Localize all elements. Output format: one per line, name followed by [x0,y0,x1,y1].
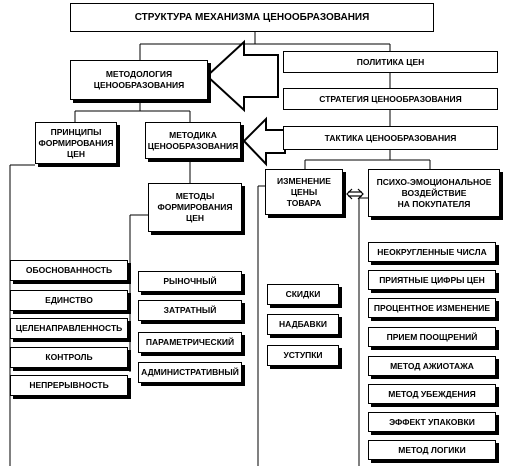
methodika-box: МЕТОДИКА ЦЕНООБРАЗОВАНИЯ [145,122,241,159]
strategy-box: СТРАТЕГИЯ ЦЕНООБРАЗОВАНИЯ [283,88,498,110]
psycho-box: ПСИХО-ЭМОЦИОНАЛЬНОЕ ВОЗДЕЙСТВИЕ НА ПОКУП… [368,169,500,217]
psycho-item: МЕТОД АЖИОТАЖА [368,356,496,376]
method-item: РЫНОЧНЫЙ [138,271,242,292]
method-item: АДМИНИСТРАТИВНЫЙ [138,362,242,383]
psycho-item: ЭФФЕКТ УПАКОВКИ [368,412,496,432]
price-policy-box: ПОЛИТИКА ЦЕН [283,51,498,73]
change-item: НАДБАВКИ [267,314,339,335]
tactics-box: ТАКТИКА ЦЕНООБРАЗОВАНИЯ [283,126,498,150]
arrow-policy-to-methodology [205,39,279,113]
price-change-box: ИЗМЕНЕНИЕ ЦЕНЫ ТОВАРА [265,169,343,215]
method-item: ЗАТРАТНЫЙ [138,300,242,321]
method-item: ПАРАМЕТРИЧЕСКИЙ [138,332,242,353]
principle-item: КОНТРОЛЬ [10,347,128,368]
psycho-item: МЕТОД ЛОГИКИ [368,440,496,460]
change-item: СКИДКИ [267,284,339,305]
principles-box: ПРИНЦИПЫ ФОРМИРОВАНИЯ ЦЕН [35,122,117,164]
arrow-tactics-to-methodika [242,116,286,167]
psycho-item: МЕТОД УБЕЖДЕНИЯ [368,384,496,404]
double-arrow [346,188,364,200]
title-box: СТРУКТУРА МЕХАНИЗМА ЦЕНООБРАЗОВАНИЯ [70,3,434,32]
psycho-item: НЕОКРУГЛЕННЫЕ ЧИСЛА [368,242,496,262]
principle-item: НЕПРЕРЫВНОСТЬ [10,375,128,396]
principle-item: ОБОСНОВАННОСТЬ [10,260,128,281]
psycho-item: ПРИЕМ ПООЩРЕНИЙ [368,327,496,347]
change-item: УСТУПКИ [267,345,339,366]
principle-item: ЦЕЛЕНАПРАВЛЕННОСТЬ [10,318,128,339]
methods-box: МЕТОДЫ ФОРМИРОВАНИЯ ЦЕН [148,183,242,232]
psycho-item: ПРИЯТНЫЕ ЦИФРЫ ЦЕН [368,270,496,290]
principle-item: ЕДИНСТВО [10,290,128,311]
psycho-item: ПРОЦЕНТНОЕ ИЗМЕНЕНИЕ [368,298,496,318]
methodology-box: МЕТОДОЛОГИЯ ЦЕНООБРАЗОВАНИЯ [70,60,208,100]
